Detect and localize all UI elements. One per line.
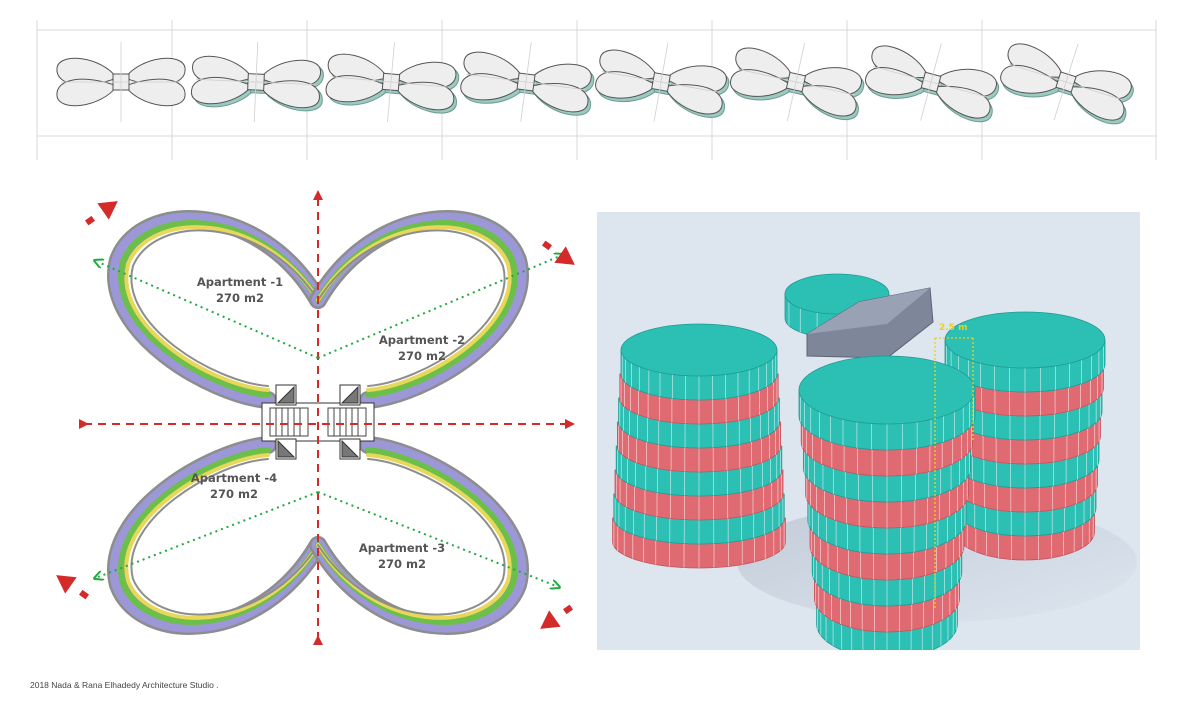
- floor-plan-diagram: Apartment -1 270 m2 Apartment -2 270 m2 …: [56, 190, 575, 645]
- floor-plate: [727, 42, 867, 124]
- arrow-top-right-icon: [541, 240, 575, 265]
- apartment-4-name: Apartment -4: [191, 471, 277, 485]
- left-wing: [612, 323, 786, 569]
- dimension-marker: [934, 337, 974, 608]
- floor-plate: [997, 39, 1137, 129]
- apartment-4-label: Apartment -4 270 m2: [191, 471, 277, 501]
- arrow-bottom-right-icon: [540, 604, 574, 629]
- building-render: 2.5 m: [612, 273, 1137, 650]
- dimension-label: 2.5 m: [939, 323, 967, 333]
- apartment-3-area: 270 m2: [378, 557, 426, 571]
- wing-apartment-1: [107, 210, 327, 409]
- corner-arrows: [56, 201, 575, 629]
- wing-apartment-2: [309, 210, 529, 409]
- wing-apartment-4: [107, 436, 327, 635]
- roof-slab: [620, 323, 778, 377]
- arrow-bottom-left-icon: [56, 575, 90, 600]
- roof-slab: [944, 311, 1106, 369]
- apartment-2-area: 270 m2: [398, 349, 446, 363]
- main-axes: [79, 190, 575, 645]
- floor-plate: [593, 42, 732, 122]
- floor-plate-sequence: [36, 20, 1157, 160]
- stair-core-volume: [806, 287, 934, 359]
- stair-right: [327, 407, 367, 437]
- apartment-1-area: 270 m2: [216, 291, 264, 305]
- back-right-wing: [944, 311, 1106, 561]
- apartment-3-name: Apartment -3: [359, 541, 445, 555]
- floor-plate: [56, 42, 186, 122]
- apartment-2-name: Apartment -2: [379, 333, 465, 347]
- stair-left: [269, 407, 309, 437]
- view-diagonals: [98, 256, 560, 586]
- roof-slab: [798, 355, 976, 425]
- arrow-top-left-icon: [84, 201, 118, 226]
- apartment-4-area: 270 m2: [210, 487, 258, 501]
- front-wing: [798, 355, 976, 650]
- building-render-panel: 2.5 m: [597, 212, 1140, 650]
- wing-apartment-3: [309, 436, 529, 635]
- apartment-3-label: Apartment -3 270 m2: [359, 541, 445, 571]
- floor-plate: [190, 42, 325, 122]
- apartment-2-label: Apartment -2 270 m2: [379, 333, 465, 363]
- apartment-1-name: Apartment -1: [197, 275, 283, 289]
- floor-plate: [862, 41, 1002, 126]
- floor-plate: [458, 42, 596, 122]
- credit-footer: 2018 Nada & Rana Elhadedy Architecture S…: [30, 680, 219, 690]
- floor-plate: [324, 42, 461, 122]
- apartment-1-label: Apartment -1 270 m2: [197, 275, 283, 305]
